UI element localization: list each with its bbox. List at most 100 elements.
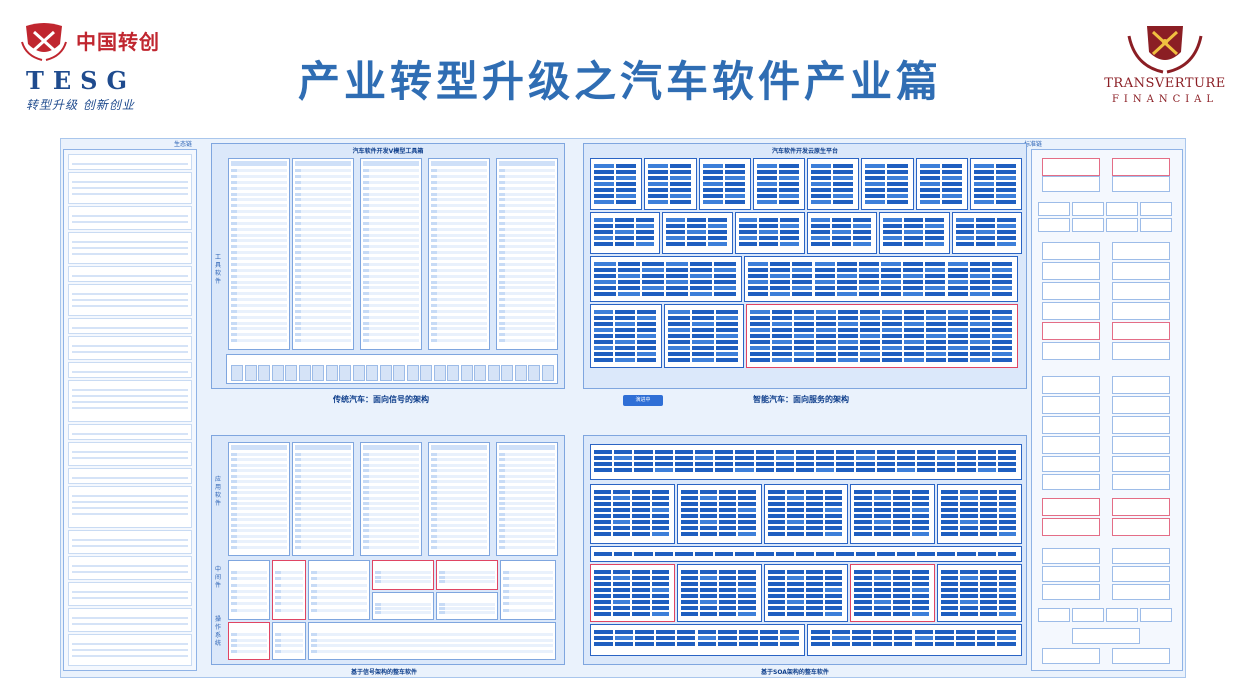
standard-box: [1042, 566, 1100, 582]
service-cell: [716, 316, 738, 320]
soa-cell: [937, 468, 956, 472]
soa-cell: [997, 636, 1016, 640]
soa-cell: [594, 594, 612, 598]
service-cell: [707, 224, 727, 228]
service-cell: [860, 352, 880, 356]
soa-cell: [941, 612, 959, 616]
service-cell: [811, 200, 832, 204]
tool-entry: [231, 221, 287, 225]
service-cell: [992, 322, 1012, 326]
tool-entry: [295, 174, 351, 178]
tool-entry: [231, 210, 287, 214]
soa-cell: [613, 532, 631, 536]
standard-box: [1072, 202, 1104, 216]
soa-cell: [914, 636, 934, 640]
soa-cell: [594, 508, 612, 512]
tool-entry: [295, 333, 351, 337]
soa-cell: [767, 502, 785, 506]
service-cell: [948, 316, 968, 320]
soa-cell: [759, 630, 779, 634]
soa-cell: [914, 642, 934, 646]
tool-entry: [499, 518, 555, 522]
tool-entry: [363, 507, 419, 511]
tool-entry: [231, 512, 287, 516]
soa-cell: [805, 514, 824, 518]
service-cell: [770, 262, 791, 266]
tool-entry: [231, 529, 287, 533]
soa-cell: [634, 450, 653, 454]
soa-cell: [786, 508, 804, 512]
tool-entry: [363, 204, 419, 208]
soa-cell: [680, 496, 698, 500]
service-cell: [594, 316, 614, 320]
soa-cell: [998, 570, 1016, 574]
soa-cell: [873, 612, 891, 616]
ecosystem-row: [68, 172, 192, 204]
service-cell: [614, 236, 634, 240]
service-cell: [858, 268, 879, 272]
tool-entry: [499, 169, 555, 172]
service-cell: [636, 316, 656, 320]
tool-entry: [295, 315, 351, 319]
soa-cell: [656, 636, 675, 640]
soa-cell: [854, 606, 872, 610]
standard-box: [1042, 474, 1100, 490]
ecosystem-row: [68, 442, 192, 466]
application-software-label: 应用软件: [214, 476, 221, 507]
service-cell: [690, 268, 712, 272]
service-cell: [838, 358, 858, 362]
soa-block: [590, 564, 675, 622]
soa-cell: [614, 552, 633, 556]
service-cell: [991, 262, 1012, 266]
soa-cell: [651, 606, 669, 610]
soa-cell: [941, 502, 959, 506]
tool-entry: [231, 596, 267, 600]
service-cell: [724, 182, 745, 186]
service-cell: [811, 164, 832, 168]
service-cell: [926, 346, 946, 350]
service-cell: [778, 182, 799, 186]
service-cell: [594, 340, 614, 344]
soa-cell: [654, 462, 673, 466]
tool-entry: [295, 463, 351, 467]
service-cell: [903, 274, 924, 278]
service-cell: [756, 200, 777, 204]
tool-entry: [231, 608, 267, 612]
soa-cell: [979, 490, 997, 494]
soa-cell: [998, 612, 1016, 616]
service-cell: [794, 346, 814, 350]
standard-box: [1112, 584, 1170, 600]
service-cell: [881, 280, 902, 284]
soa-cell: [674, 450, 693, 454]
soa-cell: [893, 642, 913, 646]
soa-cell: [893, 636, 913, 640]
soa-cell: [873, 582, 891, 586]
service-cell: [860, 310, 880, 314]
tool-entry: [499, 540, 555, 544]
service-cell: [881, 268, 902, 272]
soa-cell: [816, 456, 835, 460]
soa-cell: [941, 570, 959, 574]
soa-cell: [699, 582, 718, 586]
tool-entry: [499, 303, 555, 307]
service-cell: [690, 286, 712, 290]
tool-entry: [431, 534, 487, 538]
service-cell: [759, 236, 779, 240]
tool-entry: [295, 339, 351, 343]
tool-entry: [231, 280, 287, 284]
service-cell: [618, 262, 640, 266]
tool-entry: [311, 571, 367, 574]
soa-cell: [632, 582, 650, 586]
toolchain-cell: [474, 365, 486, 381]
tool-entry: [431, 327, 487, 331]
service-cell: [594, 230, 613, 234]
service-cell: [642, 274, 664, 278]
service-cell: [702, 200, 723, 204]
tool-entry: [499, 507, 555, 511]
tool-entry: [295, 518, 351, 522]
soa-cell: [811, 636, 830, 640]
service-cell: [831, 218, 851, 222]
standard-box: [1112, 282, 1170, 300]
soa-cell: [911, 502, 930, 506]
tool-entry: [231, 339, 287, 343]
